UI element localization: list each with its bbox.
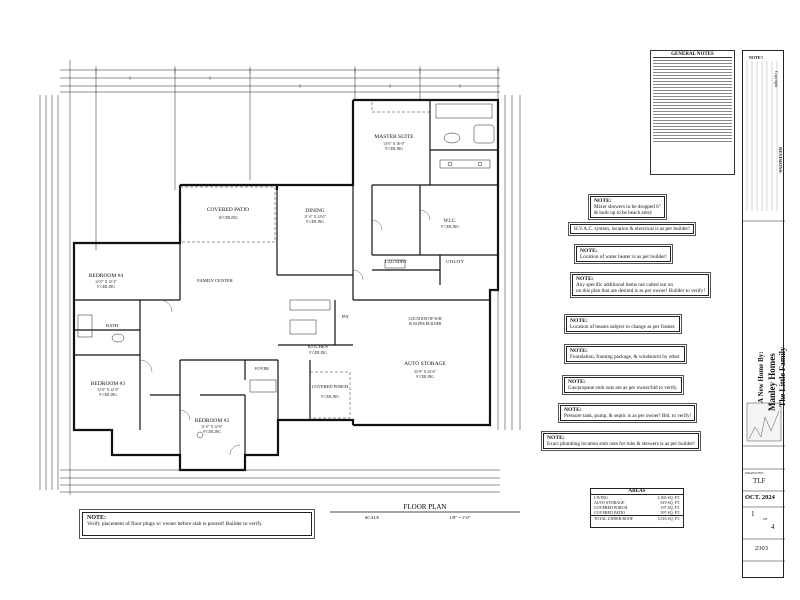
note-foundation: NOTE: Foundation, framing package, & win… — [566, 346, 685, 362]
general-notes-box: GENERAL NOTES — [650, 50, 735, 175]
dimension-ticks — [95, 66, 499, 88]
scale-value: 1/8" = 1'-0" — [449, 515, 470, 520]
bedroom3-ceiling: 9' CEILING — [99, 393, 117, 397]
covered-area-outlines — [179, 99, 431, 419]
title-line2: Manley Homes — [767, 353, 777, 411]
bedroom3-size: 12'-0" X 12'-0" — [97, 388, 119, 392]
sheet-of-label: OF — [763, 517, 768, 521]
note-pressure-tank: NOTE: Pressure tank, pump, & septic is a… — [560, 405, 696, 421]
bedroom3-label: BEDROOM #3 — [91, 381, 126, 387]
foyer-label: FOYER — [255, 366, 269, 371]
revisions-label: REVISIONS: — [778, 147, 783, 174]
title-block: REVISIONS: NOTE!! Copyright A New Home B… — [742, 50, 787, 578]
laundry-label: LAUNDRY — [385, 259, 408, 264]
dining-label: DINING — [305, 208, 325, 214]
notes-header: NOTE!! — [749, 55, 763, 60]
title-block-lines — [743, 61, 785, 562]
scale-label: SCALE — [365, 515, 380, 520]
drawn-by-value: TLF — [753, 477, 766, 485]
title-line3: The Little Family — [778, 347, 787, 407]
utility-label: UTILITY — [446, 259, 465, 264]
sheet-total: 4 — [771, 523, 775, 531]
exterior-walls — [72, 98, 500, 472]
covered-patio-label: COVERED PATIO — [207, 207, 249, 213]
date-value: OCT. 2024 — [745, 494, 775, 501]
bedroom4-ceiling: 9' CEILING — [97, 285, 115, 289]
drawn-by-label: DRAWN BY: — [745, 471, 764, 475]
covered-porch-ceiling: 9' CEILING — [321, 395, 339, 399]
note-water-heater: NOTE: Location of water heater is as per… — [576, 246, 671, 262]
note-additional-items: NOTE: Any specific additional items not … — [572, 274, 710, 296]
master-suite-size: 14'-0" X 16'-0" — [383, 142, 405, 146]
master-suite-label: MASTER SUITE — [374, 134, 414, 140]
title-line1: A New Home By: — [757, 351, 765, 403]
wh-location-sub: IS AS PER BUILDER — [409, 322, 442, 326]
interior-walls — [74, 100, 498, 455]
auto-storage-ceiling: 9' CEILING — [416, 375, 434, 379]
bedroom2-size: 11'-0" X 12'-0" — [201, 425, 223, 429]
bedroom4-label: BEDROOM #4 — [89, 273, 124, 279]
covered-porch-label: COVERED PORCH — [312, 384, 349, 389]
family-center-label: FAMILY CENTER — [197, 278, 234, 283]
door-swings — [139, 209, 431, 456]
master-suite-ceiling: 9' CEILING — [385, 147, 403, 151]
note-mixer-showers: NOTE: Mixer showers to be dropped 6" & b… — [590, 196, 665, 218]
bedroom2-label: BEDROOM #2 — [195, 418, 230, 424]
kitchen-ceiling: 9' CEILING — [309, 351, 327, 355]
bath-label: BATH — [106, 323, 119, 328]
wh-location-label: LOCATION OF W/H — [408, 317, 441, 321]
plan-title: FLOOR PLAN — [404, 503, 447, 511]
wic-ceiling: 9' CEILING — [441, 225, 459, 229]
pantry-label: PAN — [342, 315, 349, 319]
sheet-number: 1 — [751, 510, 755, 518]
bedroom4-size: 12'-0" X 12'-2" — [95, 280, 117, 284]
covered-patio-ceiling: 10' CEILING — [218, 216, 238, 220]
areas-title: AREAS — [591, 489, 683, 495]
note-beams: NOTE: Location of beams subject to chang… — [566, 316, 680, 332]
job-number: 2303 — [755, 545, 768, 552]
copyright-label: Copyright — [774, 71, 779, 88]
auto-storage-label: AUTO STORAGE — [404, 361, 446, 367]
bedroom2-ceiling: 9' CEILING — [203, 430, 221, 434]
fixtures — [77, 103, 495, 439]
note-gas: NOTE: Gas/propane stub outs are as per o… — [564, 377, 682, 393]
note-plumbing: NOTE: Exact plumbing location stub outs … — [543, 433, 699, 449]
note-floor-plugs: NOTE: Verify placement of floor plugs w/… — [82, 512, 312, 536]
dining-size: 11'-0" X 14'-0" — [304, 215, 326, 219]
note-hvac: H.V.A.C. system, location & electrical i… — [570, 224, 694, 234]
wic-label: W.I.C. — [443, 219, 456, 224]
dining-ceiling: 9' CEILING — [306, 220, 324, 224]
kitchen-label: KITCHEN — [308, 344, 329, 349]
auto-storage-size: 23'-8" X 24'-6" — [414, 370, 436, 374]
general-notes-title: GENERAL NOTES — [653, 52, 732, 59]
